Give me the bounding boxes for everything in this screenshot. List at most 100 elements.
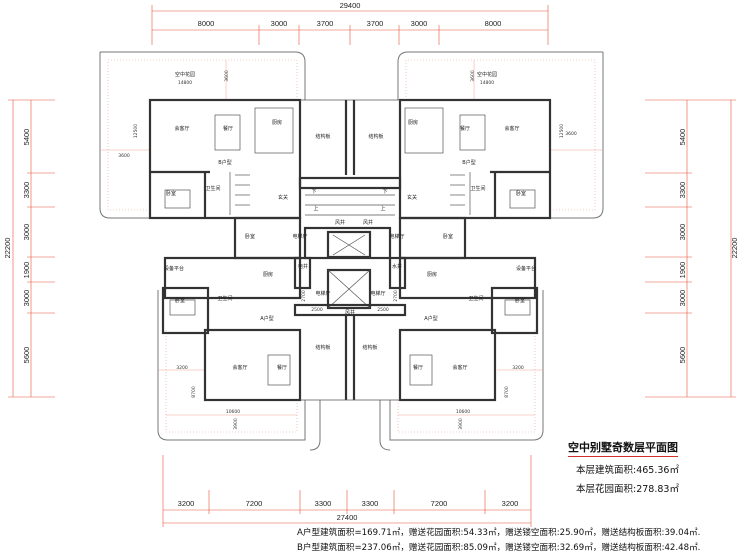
floor-area: 本层建筑面积:465.36㎡ <box>576 465 679 476</box>
label-dining-a-left: 餐厅 <box>277 364 287 371</box>
label-equipment-right: 设备平台 <box>516 265 536 272</box>
dim-3600-top-right: 3600 <box>470 70 476 82</box>
dim-12500-left: 12500 <box>133 124 139 138</box>
dim-2700-left: 2700 <box>301 290 307 302</box>
dim-left-5: 3000 <box>22 290 31 307</box>
dim-right-4: 1900 <box>678 262 687 279</box>
dim-3600-left: 3600 <box>118 153 130 159</box>
dim-3600-right: 3600 <box>565 131 577 137</box>
label-elec-shaft: 电井 <box>298 263 308 270</box>
label-structure-1: 结构板 <box>315 133 330 140</box>
label-lift-hall-1: 电梯厅 <box>292 233 307 240</box>
walls <box>148 98 552 402</box>
left-dimensions: 22200 5400 3300 3000 1900 3000 5600 <box>3 99 55 398</box>
dim-left-2: 3300 <box>22 182 31 199</box>
label-bath-b-right: 卫生间 <box>470 185 485 192</box>
garden-area: 本层花园面积:278.83㎡ <box>576 484 679 495</box>
dim-2500-right: 2500 <box>377 307 389 313</box>
dim-3900-right: 3900 <box>458 418 464 430</box>
dim-10600-right: 10600 <box>456 409 470 415</box>
note-type-b: B户型建筑面积=237.06㎡，赠送花园面积:85.09㎡，赠送镂空面积:32.… <box>297 543 701 553</box>
label-foyer-left: 玄关 <box>278 194 288 201</box>
label-bedroom-a-left: 卧室 <box>175 297 185 304</box>
dim-right-6: 5600 <box>678 347 687 364</box>
label-sky-garden-right: 空中花园 <box>477 71 497 78</box>
dim-10600-left: 10600 <box>226 409 240 415</box>
label-water-shaft: 水井 <box>392 263 402 270</box>
note-type-a: A户型建筑面积=169.71㎡，赠送花园面积:54.33㎡，赠送镂空面积:25.… <box>297 528 701 538</box>
label-bedroom-b-left: 卧室 <box>166 190 176 197</box>
label-sky-garden-left: 空中花园 <box>175 71 195 78</box>
label-dining-a-right: 餐厅 <box>413 364 423 371</box>
label-up-right: 上 <box>380 205 385 212</box>
dim-top-5: 3000 <box>411 19 428 28</box>
label-bedroom-b-right: 卧室 <box>516 190 526 197</box>
dim-left-4: 1900 <box>22 262 31 279</box>
plan-title: 空中别墅奇数层平面图 <box>568 439 678 457</box>
dim-2500-left: 2500 <box>311 307 323 313</box>
dim-left-total: 22200 <box>3 238 12 259</box>
right-dimensions: 22200 5400 3300 3000 1900 3000 5600 <box>645 99 739 398</box>
dim-right-2: 3300 <box>678 182 687 199</box>
label-shaft-1: 风井 <box>335 219 345 226</box>
label-bedroom-a-right: 卧室 <box>515 297 525 304</box>
dim-3200-left: 3200 <box>176 365 188 371</box>
dim-bottom-3: 3300 <box>315 499 332 508</box>
label-lift-hall-3: 电梯厅 <box>315 290 330 297</box>
dim-2700-right: 2700 <box>393 290 399 302</box>
room-labels: 空中花园 14800 3600 12500 3600 会客厅 餐厅 厨房 结构板… <box>118 70 577 430</box>
label-kitchen-b-left: 厨房 <box>272 119 282 126</box>
label-living-a-right: 会客厅 <box>452 364 467 371</box>
label-bedroom-mid-right: 卧室 <box>443 233 453 240</box>
dim-right-3: 3000 <box>678 224 687 241</box>
label-dining-b-left: 餐厅 <box>223 125 233 132</box>
label-lift-hall-4: 电梯厅 <box>370 290 385 297</box>
label-dining-b-right: 餐厅 <box>460 125 470 132</box>
bottom-dimensions: 3200 7200 3300 3300 7200 3200 27400 <box>162 455 532 527</box>
axis-grid <box>100 60 603 416</box>
dim-top-6: 8000 <box>485 19 502 28</box>
dim-right-1: 5400 <box>678 129 687 146</box>
label-structure-3: 结构板 <box>315 344 330 351</box>
dim-top-total: 29400 <box>340 1 361 10</box>
label-kitchen-b-right: 厨房 <box>408 119 418 126</box>
label-structure-4: 结构板 <box>362 344 377 351</box>
dim-top-4: 3700 <box>367 19 384 28</box>
dim-3600-top-left: 3600 <box>224 70 230 82</box>
label-living-b-right: 会客厅 <box>504 125 519 132</box>
dim-8700-right: 8700 <box>504 386 510 398</box>
label-shaft-3: 风井 <box>345 309 355 316</box>
dim-top-3: 3700 <box>317 19 334 28</box>
label-down-right: 下 <box>382 189 387 195</box>
dim-right-total: 22200 <box>730 238 739 259</box>
label-bath-b-left: 卫生间 <box>205 185 220 192</box>
dim-left-6: 5600 <box>22 347 31 364</box>
dim-bottom-6: 3200 <box>502 499 519 508</box>
area-notes: A户型建筑面积=169.71㎡，赠送花园面积:54.33㎡，赠送镂空面积:25.… <box>297 526 700 556</box>
label-bedroom-mid-left: 卧室 <box>245 233 255 240</box>
label-living-a-left: 会客厅 <box>232 364 247 371</box>
label-structure-2: 结构板 <box>368 133 383 140</box>
label-bath-a-right: 卫生间 <box>468 295 483 302</box>
label-type-a-right: A户型 <box>424 315 437 322</box>
dim-8700-left: 8700 <box>191 386 197 398</box>
label-bath-a-left: 卫生间 <box>217 295 232 302</box>
dim-top-1: 8000 <box>198 19 215 28</box>
label-type-b-right: B户型 <box>462 159 475 166</box>
dim-12500-right: 12500 <box>559 124 565 138</box>
dim-left-1: 5400 <box>22 129 31 146</box>
dim-14800-left: 14800 <box>178 80 192 86</box>
label-type-b-left: B户型 <box>218 159 231 166</box>
dim-left-3: 3000 <box>22 224 31 241</box>
dim-3200-right: 3200 <box>512 365 524 371</box>
dim-top-2: 3000 <box>271 19 288 28</box>
label-kitchen-a-left: 厨房 <box>263 271 273 278</box>
label-down-left: 下 <box>311 189 316 195</box>
plan-legend: 空中别墅奇数层平面图 本层建筑面积:465.36㎡ 本层花园面积:278.83㎡ <box>568 436 679 495</box>
dim-bottom-5: 7200 <box>431 499 448 508</box>
label-up-left: 上 <box>313 205 318 212</box>
label-type-a-left: A户型 <box>260 315 273 322</box>
dim-bottom-2: 7200 <box>246 499 263 508</box>
label-equipment-left: 设备平台 <box>164 265 184 272</box>
